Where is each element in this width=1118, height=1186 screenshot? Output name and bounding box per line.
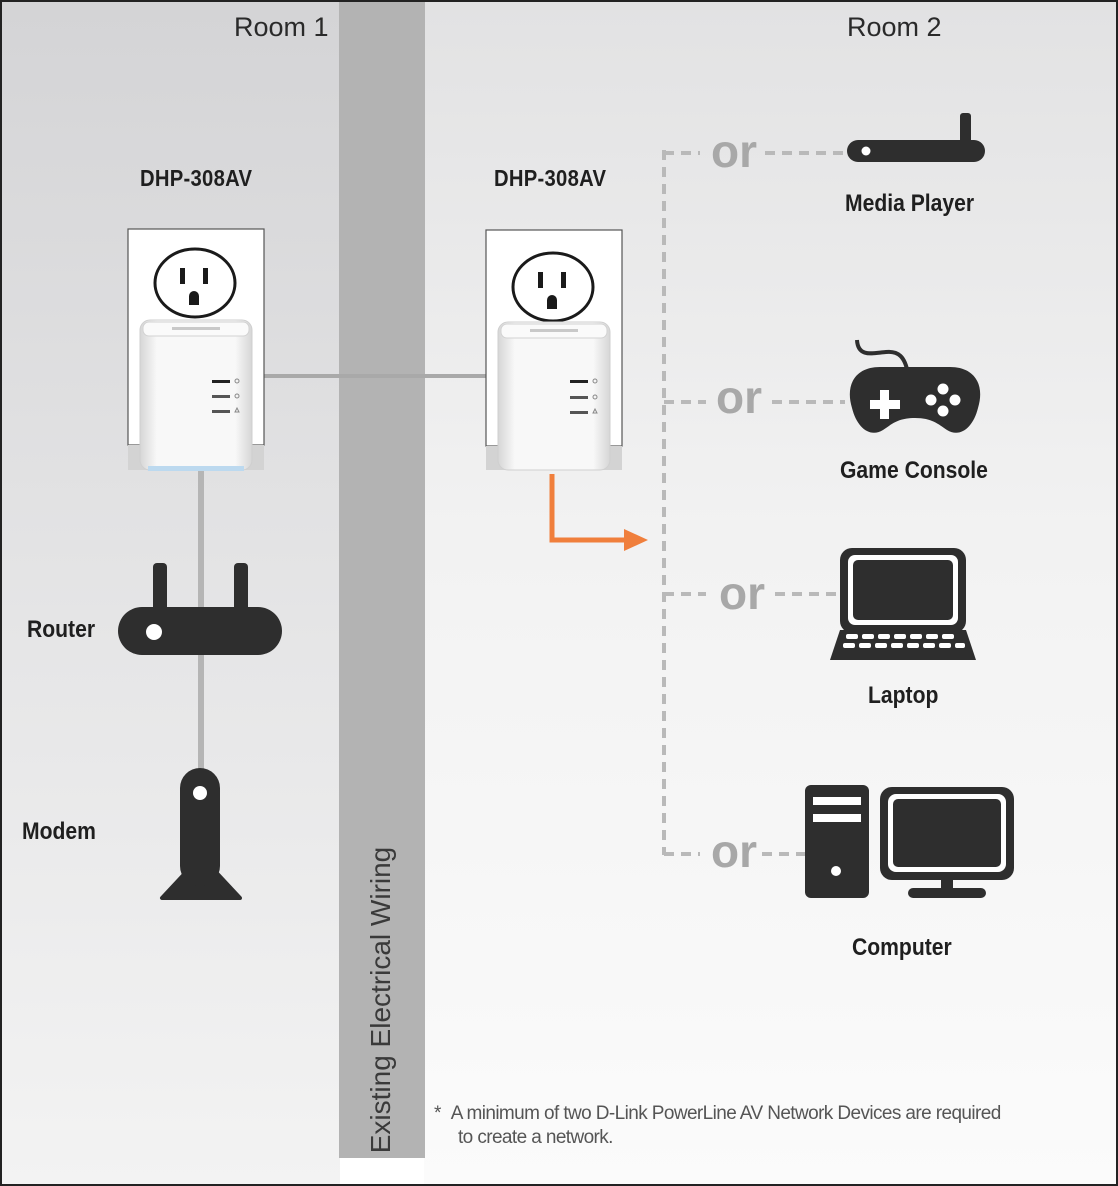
media-player-icon	[847, 113, 985, 162]
room1-background	[2, 2, 340, 1184]
media-player-label: Media Player	[845, 190, 975, 217]
modem-icon	[160, 768, 242, 900]
or-label-game-console: or	[716, 371, 762, 423]
footnote-line1: A minimum of two D-Link PowerLine AV Net…	[450, 1103, 1001, 1124]
modem-label: Modem	[22, 818, 96, 845]
device-connection-lines	[662, 150, 845, 856]
game-console-label: Game Console	[840, 457, 988, 484]
wiring-label: Existing Electrical Wiring	[365, 846, 396, 1154]
footnote: * A minimum of two D-Link PowerLine AV Ne…	[434, 1102, 1001, 1150]
computer-label: Computer	[852, 934, 952, 961]
right-powerline-adapter	[485, 229, 623, 471]
room2-background	[424, 2, 1116, 1184]
output-arrow	[549, 474, 648, 551]
left-powerline-adapter	[127, 228, 265, 471]
laptop-icon	[830, 548, 976, 660]
or-label-laptop: or	[719, 567, 765, 619]
game-console-icon	[849, 339, 981, 433]
or-label-media-player: or	[711, 125, 757, 177]
router-label: Router	[27, 616, 96, 643]
outlet-icon	[153, 247, 237, 319]
laptop-label: Laptop	[868, 682, 939, 709]
electrical-wiring-wall	[339, 2, 425, 1158]
footnote-star: *	[434, 1103, 441, 1124]
room1-label: Room 1	[234, 12, 329, 42]
computer-icon	[805, 785, 1014, 898]
left-adapter-model: DHP-308AV	[140, 165, 253, 191]
router-icon	[118, 563, 282, 655]
room2-label: Room 2	[847, 12, 942, 42]
or-label-computer: or	[711, 825, 757, 877]
outlet-icon	[511, 251, 595, 323]
footnote-line2: to create a network.	[458, 1127, 613, 1148]
right-adapter-model: DHP-308AV	[494, 165, 607, 191]
